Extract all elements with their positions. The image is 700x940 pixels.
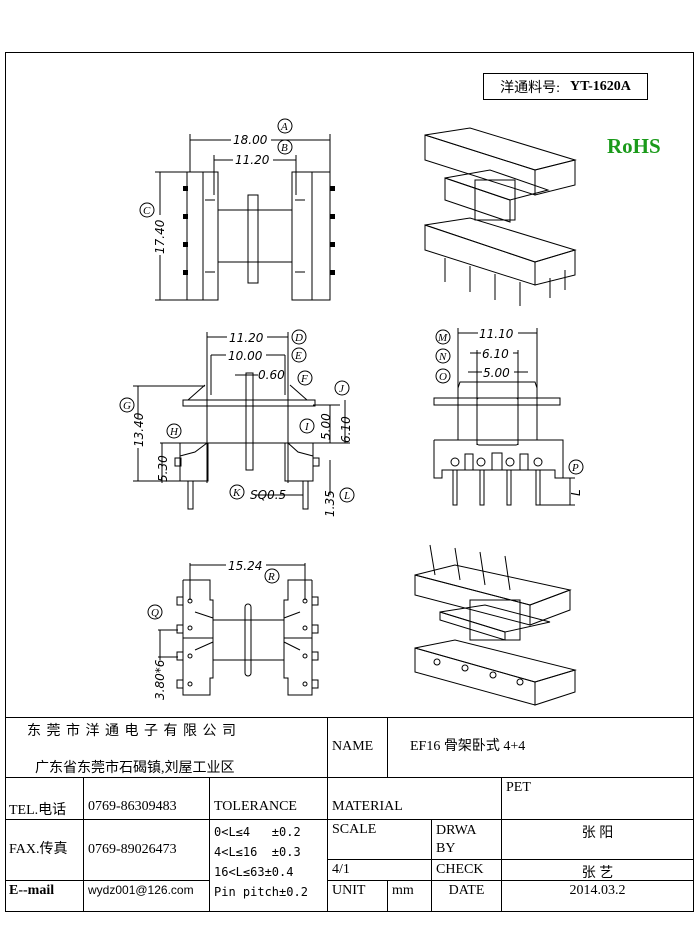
callout-j: J [334,380,350,396]
title-block: 东 莞 市 洋 通 电 子 有 限 公 司 广东省东莞市石碣镇,刘屋工业区 NA… [5,717,694,912]
callout-k: K [229,484,245,500]
scale-label: SCALE [328,820,432,860]
callout-l: L [339,487,355,503]
check-label: CHECK [432,860,502,881]
email-label: E--mail [5,881,84,912]
svg-text:A: A [280,121,288,133]
svg-text:R: R [267,571,275,583]
part-number-label: 洋通料号: [500,80,560,96]
check-value: 张 艺 [502,860,694,881]
fax-value: 0769-89026473 [84,820,210,881]
tolerance-label: TOLERANCE [210,778,328,820]
dim-n: 6.10 [482,347,509,361]
isometric-view-top [424,127,577,306]
end-view [433,328,575,506]
date-value: 2014.03.2 [502,881,694,912]
callout-b: B [277,139,293,155]
name-label: NAME [328,717,388,778]
company-address: 广东省东莞市石碣镇,刘屋工业区 [35,761,235,776]
unit-value: mm [388,881,432,912]
tel-label: TEL.电话 [5,778,84,820]
tolerance-table: 0<L≤4 ±0.2 4<L≤16 ±0.3 16<L≤63±0.4 Pin p… [210,820,328,912]
svg-text:O: O [439,371,447,383]
name-value: EF16 骨架卧式 4+4 [388,717,694,778]
material-label: MATERIAL [328,778,502,820]
callout-p: P [568,459,584,475]
dim-g: 13.40 [132,412,146,447]
rohs-mark: RoHS [607,134,661,158]
part-number-box: 洋通料号: YT-1620A [483,73,648,100]
dim-d: 11.20 [229,331,264,345]
callout-c: C [139,202,155,218]
dim-l: 1.35 [323,490,337,517]
svg-text:P: P [571,462,579,474]
dim-j: 6.10 [339,416,353,443]
dim-r: 15.24 [228,559,262,573]
svg-text:D: D [294,332,303,344]
fax-label: FAX.传真 [5,820,84,881]
svg-text:J: J [339,383,345,395]
dim-height: 17.40 [153,219,167,254]
callout-h: H [166,423,182,439]
dim-o: 5.00 [483,366,510,380]
dim-f: 0.60 [258,368,285,382]
svg-text:B: B [281,142,288,154]
technical-drawing: 18.00 11.20 17.40 A B C [119,118,584,706]
callout-e: E [291,347,307,363]
dim-p: L [569,489,583,496]
dim-inner-width: 11.20 [235,153,270,167]
drawn-by-label: DRWA BY [432,820,502,860]
unit-label: UNIT [328,881,388,912]
tel-value: 0769-86309483 [84,778,210,820]
svg-text:E: E [294,350,302,362]
svg-text:K: K [232,487,241,499]
dim-m: 11.10 [479,327,514,341]
callout-n: N [435,348,451,364]
svg-text:F: F [300,373,308,385]
isometric-view-bottom [414,544,577,706]
svg-text:G: G [123,400,131,412]
tolerance-row: 0<L≤4 ±0.2 [214,825,301,839]
svg-text:H: H [169,426,179,438]
material-value: PET [502,778,694,820]
dim-overall-width: 18.00 [233,133,268,147]
side-view [133,332,350,510]
date-label: DATE [432,881,502,912]
callout-i: I [299,418,315,434]
callout-o: O [435,368,451,384]
title-block-top-border [5,717,694,718]
email-value: wydz001@126.com [84,881,210,912]
svg-text:M: M [437,332,448,344]
part-number-value: YT-1620A [569,78,631,94]
svg-text:Q: Q [151,607,159,619]
dim-h: 5.30 [156,455,170,482]
callout-g: G [119,397,135,413]
tolerance-row: 4<L≤16 ±0.3 [214,845,301,859]
dim-e: 10.00 [228,349,263,363]
dim-q: 3.80*6 [153,659,167,700]
dim-k: SQ0.5 [250,488,286,502]
callout-f: F [297,370,313,386]
svg-text:I: I [304,421,310,433]
callout-a: A [277,118,293,134]
company-name: 东 莞 市 洋 通 电 子 有 限 公 司 [27,724,237,739]
callout-d: D [291,329,307,345]
scale-value: 4/1 [328,860,432,881]
svg-text:C: C [143,205,151,217]
svg-text:N: N [438,351,447,363]
bottom-view [158,563,319,696]
svg-text:L: L [343,490,350,502]
dim-i: 5.00 [319,413,333,440]
drawn-by-value: 张 阳 [502,820,694,860]
company-cell: 东 莞 市 洋 通 电 子 有 限 公 司 广东省东莞市石碣镇,刘屋工业区 [5,717,328,778]
callout-q: Q [147,604,163,620]
tolerance-row: 16<L≤63±0.4 [214,865,294,879]
callout-r: R [264,568,280,584]
callout-m: M [435,329,451,345]
tolerance-row: Pin pitch±0.2 [214,885,308,899]
